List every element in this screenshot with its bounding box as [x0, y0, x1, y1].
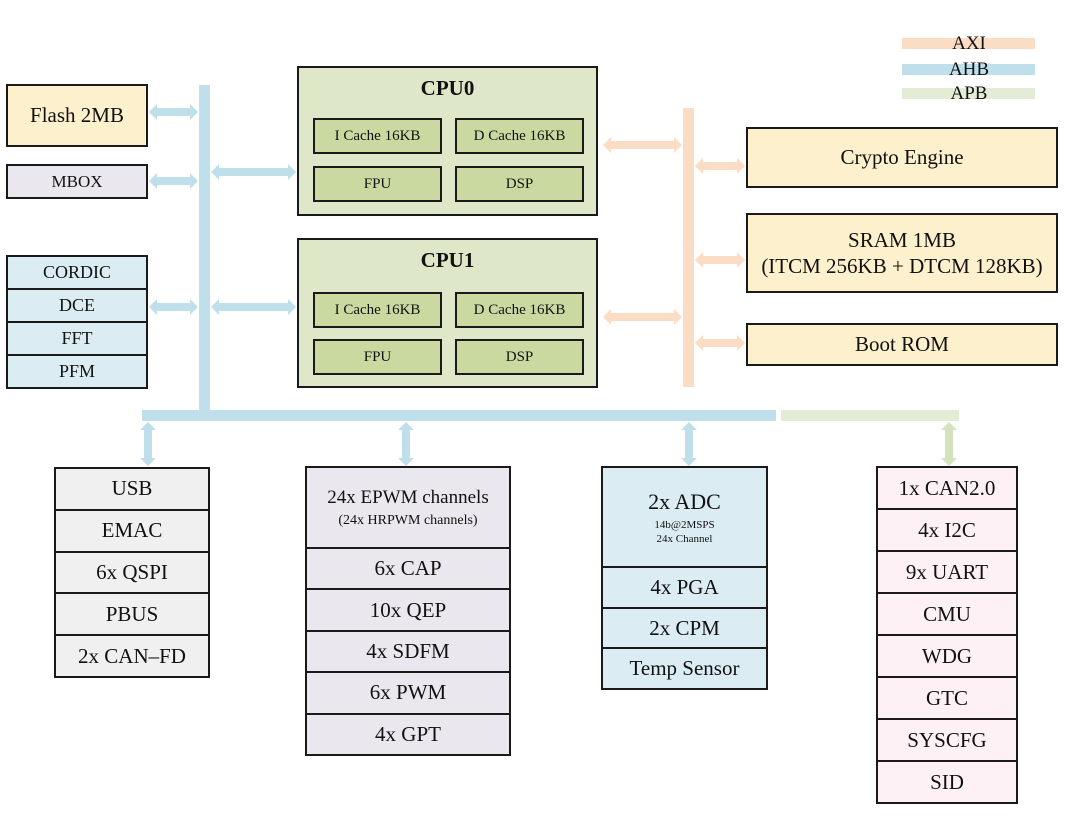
- pwm-block: 6x PWM: [307, 673, 509, 715]
- sram-axi-arrow: [695, 252, 745, 268]
- usb-block: USB: [56, 469, 208, 511]
- sid-block: SID: [930, 769, 964, 794]
- sram-detail: (ITCM 256KB + DTCM 128KB): [761, 254, 1043, 278]
- qspi-block: 6x QSPI: [56, 553, 208, 595]
- cpu0-fpu: FPU: [313, 166, 442, 202]
- cpu0-dsp: DSP: [455, 166, 584, 202]
- gpt-block: 4x GPT: [375, 721, 441, 746]
- sdfm-block: 4x SDFM: [307, 632, 509, 674]
- ahb-vertical-bus: [199, 85, 210, 418]
- comm-ahb-arrow: [140, 422, 156, 466]
- emac-block: EMAC: [56, 511, 208, 553]
- adc-block: 2x ADC 14b@2MSPS 24x Channel: [603, 468, 766, 568]
- apb-periph-arrow: [941, 422, 957, 466]
- analog-peripheral-stack: 2x ADC 14b@2MSPS 24x Channel 4x PGA 2x C…: [601, 466, 768, 690]
- legend-axi-swatch: [902, 38, 1035, 49]
- legend-ahb-swatch: [902, 64, 1035, 75]
- flash-block: Flash 2MB: [6, 84, 148, 147]
- apb-peripheral-stack: 1x CAN2.0 4x I2C 9x UART CMU WDG GTC SYS…: [876, 466, 1018, 804]
- analog-ahb-arrow: [681, 422, 697, 466]
- cpu1-axi-arrow: [603, 309, 682, 325]
- can20-block: 1x CAN2.0: [878, 468, 1016, 510]
- axi-vertical-bus: [683, 108, 694, 387]
- cpu0-block: CPU0 I Cache 16KB D Cache 16KB FPU DSP: [297, 66, 598, 216]
- legend-ahb-label: AHB: [948, 59, 990, 80]
- flash-ahb-arrow: [149, 104, 198, 120]
- fft-block: FFT: [8, 323, 146, 356]
- pfm-block: PFM: [58, 361, 96, 381]
- cpu0-ahb-arrow: [211, 164, 296, 180]
- qep-block: 10x QEP: [307, 590, 509, 632]
- pga-block: 4x PGA: [603, 568, 766, 609]
- cpu0-icache: I Cache 16KB: [313, 118, 442, 154]
- cpu0-title: CPU0: [420, 76, 475, 100]
- legend-axi-label: AXI: [952, 33, 986, 54]
- accel-ahb-arrow: [149, 299, 198, 315]
- uart-block: 9x UART: [878, 552, 1016, 594]
- cordic-block: CORDIC: [8, 257, 146, 290]
- adc-label: 2x ADC: [648, 489, 721, 514]
- cpu1-title: CPU1: [420, 248, 475, 272]
- accelerator-stack: CORDIC DCE FFT PFM: [6, 255, 148, 389]
- sram-block: SRAM 1MB (ITCM 256KB + DTCM 128KB): [746, 213, 1058, 293]
- adc-resolution: 14b@2MSPS: [654, 519, 715, 531]
- cpu1-dsp: DSP: [455, 339, 584, 375]
- syscfg-block: SYSCFG: [878, 720, 1016, 762]
- apb-horizontal-bus: [781, 410, 959, 421]
- crypto-engine-block: Crypto Engine: [746, 127, 1058, 188]
- hrpwm-label: (24x HRPWM channels): [338, 512, 478, 528]
- wdg-block: WDG: [878, 636, 1016, 678]
- cpu1-fpu: FPU: [313, 339, 442, 375]
- mbox-ahb-arrow: [149, 173, 198, 189]
- cpu1-ahb-arrow: [211, 299, 296, 315]
- gtc-block: GTC: [878, 678, 1016, 720]
- i2c-block: 4x I2C: [878, 510, 1016, 552]
- legend-apb-swatch: [902, 88, 1035, 99]
- cpu1-icache: I Cache 16KB: [313, 292, 442, 328]
- can-fd-block: 2x CAN–FD: [78, 643, 186, 668]
- control-peripheral-stack: 24x EPWM channels (24x HRPWM channels) 6…: [305, 466, 511, 756]
- cpu0-dcache: D Cache 16KB: [455, 118, 584, 154]
- temp-sensor-block: Temp Sensor: [629, 656, 740, 681]
- cpu0-axi-arrow: [603, 137, 682, 153]
- sram-title: SRAM 1MB: [848, 227, 956, 252]
- crypto-axi-arrow: [695, 158, 745, 174]
- boot-rom-block: Boot ROM: [746, 323, 1058, 366]
- cmu-block: CMU: [878, 594, 1016, 636]
- comm-peripheral-stack: USB EMAC 6x QSPI PBUS 2x CAN–FD: [54, 467, 210, 678]
- bootrom-axi-arrow: [695, 335, 745, 351]
- legend-apb-label: APB: [950, 83, 988, 104]
- control-ahb-arrow: [398, 422, 414, 466]
- pbus-block: PBUS: [56, 594, 208, 637]
- cpu1-dcache: D Cache 16KB: [455, 292, 584, 328]
- cpm-block: 2x CPM: [603, 609, 766, 650]
- ahb-horizontal-bus: [142, 410, 776, 421]
- mbox-block: MBOX: [6, 164, 148, 199]
- cap-block: 6x CAP: [307, 549, 509, 591]
- cpu1-block: CPU1 I Cache 16KB D Cache 16KB FPU DSP: [297, 238, 598, 388]
- dce-block: DCE: [8, 290, 146, 323]
- adc-channels: 24x Channel: [656, 533, 713, 545]
- epwm-label: 24x EPWM channels: [327, 486, 489, 508]
- epwm-block: 24x EPWM channels (24x HRPWM channels): [307, 468, 509, 549]
